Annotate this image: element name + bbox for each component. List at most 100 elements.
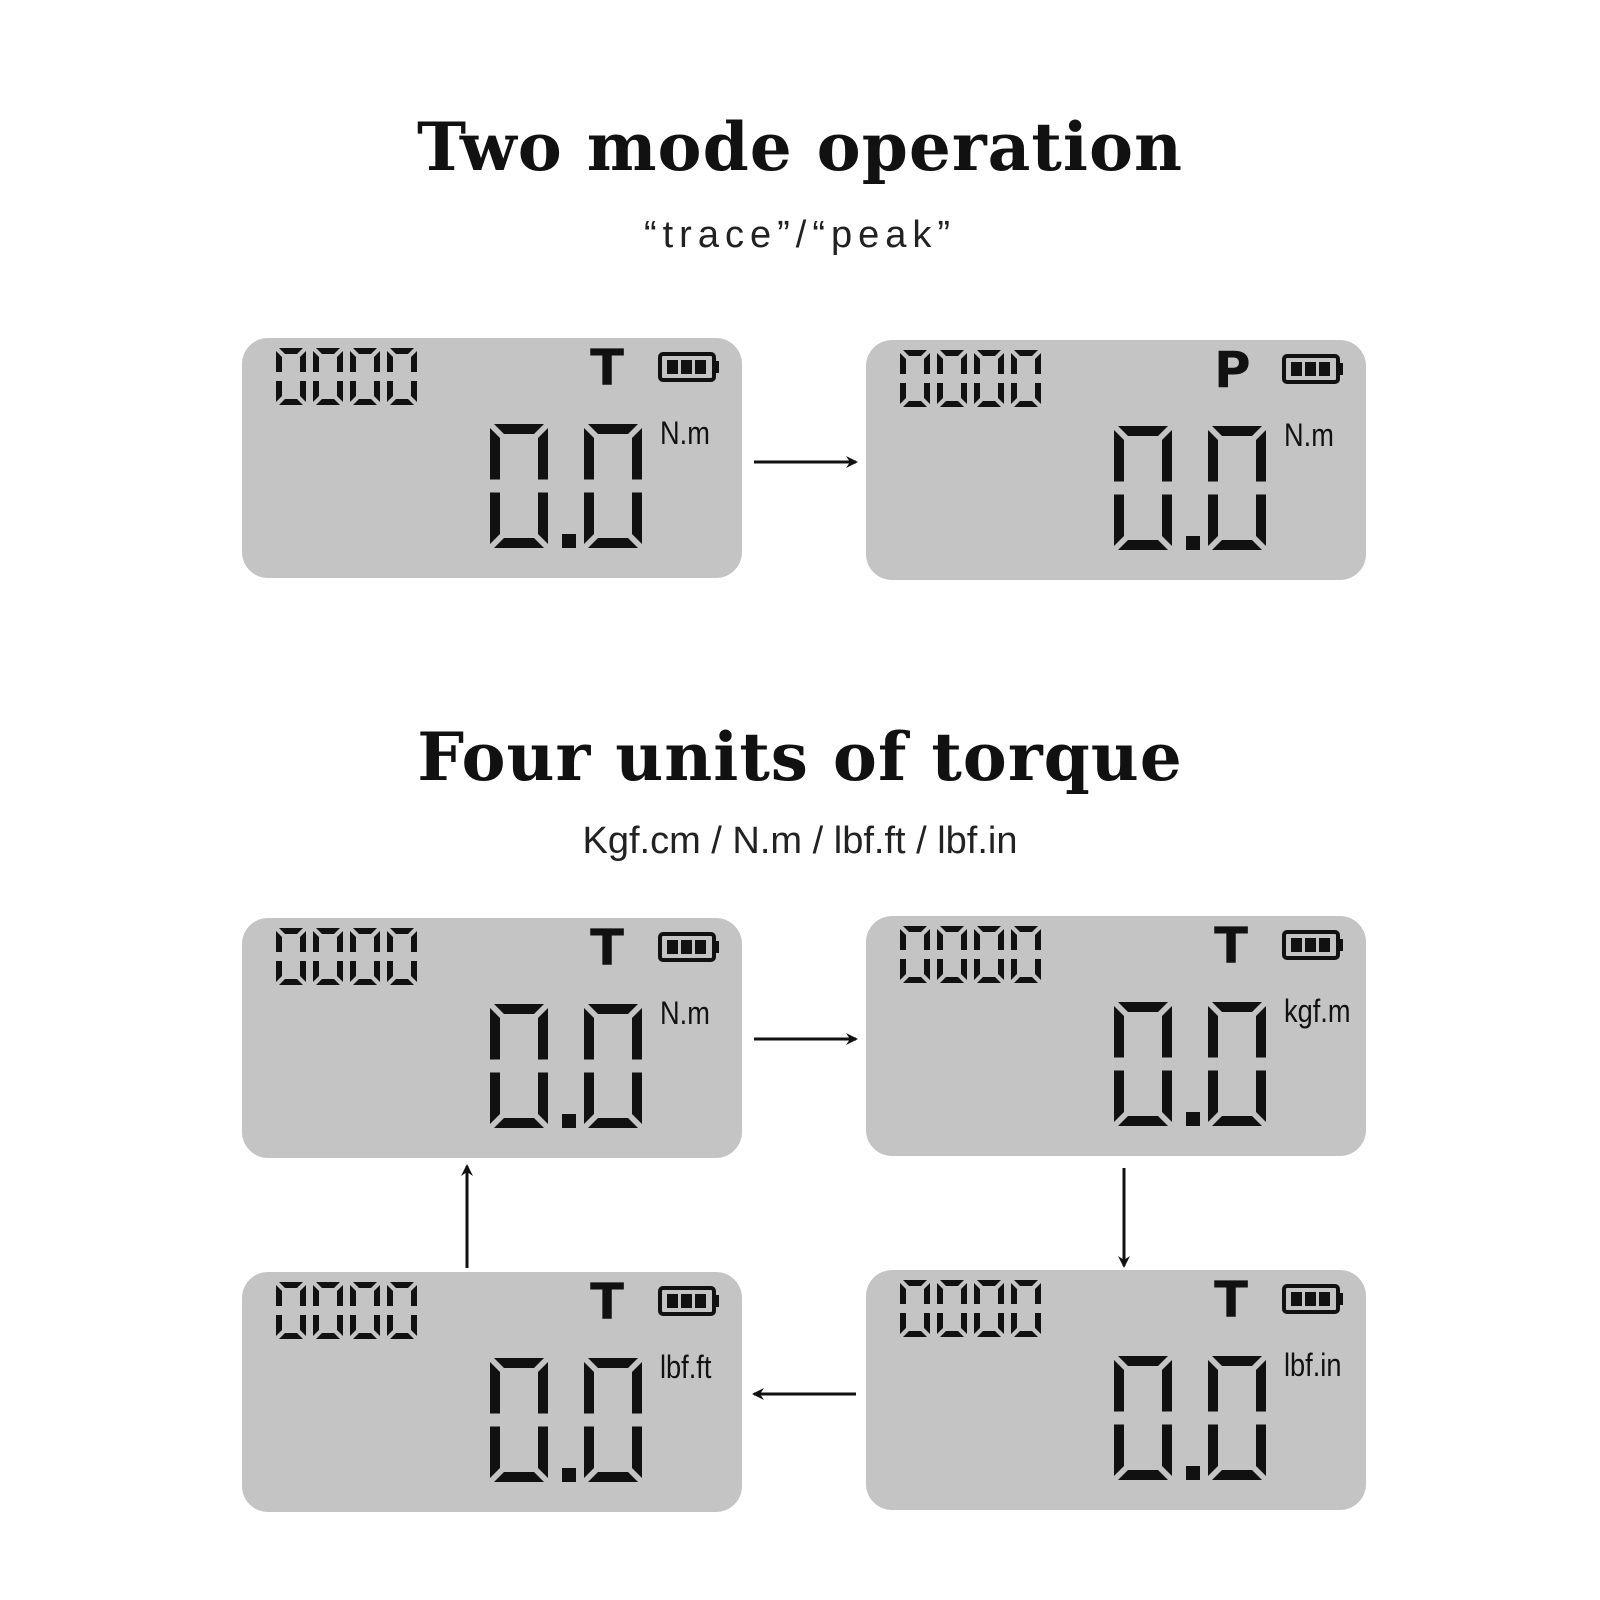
seven-segment-digit xyxy=(974,350,1004,407)
mode-indicator: T xyxy=(590,339,625,397)
seven-segment-digit xyxy=(490,1004,548,1128)
segment xyxy=(538,1426,548,1478)
mode-indicator: T xyxy=(1214,917,1249,975)
segment xyxy=(353,399,377,405)
segment xyxy=(390,979,414,985)
segment xyxy=(337,931,343,952)
segment xyxy=(903,401,927,407)
segment xyxy=(276,1315,282,1336)
segment xyxy=(1014,926,1038,932)
segment xyxy=(353,1282,377,1288)
segment xyxy=(1118,1002,1168,1012)
segment xyxy=(390,348,414,354)
segment xyxy=(998,959,1004,980)
lcd-segments xyxy=(276,1282,719,1482)
segment xyxy=(313,1285,319,1306)
seven-segment-digit xyxy=(313,1282,343,1339)
segment xyxy=(1208,1360,1218,1412)
seven-segment-digit xyxy=(490,424,548,548)
segment xyxy=(1114,494,1124,546)
segment xyxy=(1014,401,1038,407)
segment xyxy=(374,931,380,952)
segment xyxy=(316,348,340,354)
segment xyxy=(313,381,319,402)
segment xyxy=(900,1313,906,1334)
segment xyxy=(300,381,306,402)
segment xyxy=(588,1358,638,1368)
seven-segment-digit xyxy=(937,350,967,407)
segment xyxy=(387,931,393,952)
segment xyxy=(1011,1313,1017,1334)
segment xyxy=(300,931,306,952)
lcd-segments xyxy=(276,928,719,1128)
segment xyxy=(940,350,964,356)
seven-segment-digit xyxy=(1114,1002,1172,1126)
seven-segment-digit xyxy=(974,926,1004,983)
seven-segment-digit xyxy=(1011,1280,1041,1337)
segment xyxy=(490,1008,500,1060)
segment xyxy=(1162,1360,1172,1412)
segment xyxy=(316,979,340,985)
segment xyxy=(961,383,967,404)
segment xyxy=(588,538,638,548)
segment xyxy=(1256,430,1266,482)
segment xyxy=(538,428,548,480)
segment xyxy=(1011,383,1017,404)
segment xyxy=(1011,1283,1017,1304)
segment xyxy=(924,959,930,980)
segment xyxy=(276,961,282,982)
decimal-point xyxy=(1186,536,1200,550)
segment xyxy=(300,1285,306,1306)
segment xyxy=(1162,1070,1172,1122)
segment xyxy=(490,1426,500,1478)
segment xyxy=(1014,1331,1038,1337)
segment xyxy=(1162,430,1172,482)
segment xyxy=(387,351,393,372)
seven-segment-digit xyxy=(1208,1002,1266,1126)
segment xyxy=(316,1282,340,1288)
segment xyxy=(411,381,417,402)
seven-segment-digit xyxy=(1208,426,1266,550)
segment xyxy=(538,1072,548,1124)
lcd-segments xyxy=(900,926,1343,1126)
segment xyxy=(937,1283,943,1304)
segment xyxy=(1118,1470,1168,1480)
section-title-units: Four units of torque xyxy=(417,718,1183,796)
segment xyxy=(584,1426,594,1478)
seven-segment-digit xyxy=(900,926,930,983)
seven-segment-digit xyxy=(313,928,343,985)
segment xyxy=(588,1004,638,1014)
segment xyxy=(350,351,356,372)
segment xyxy=(903,1280,927,1286)
segment xyxy=(974,1313,980,1334)
segment xyxy=(337,1285,343,1306)
segment xyxy=(1035,929,1041,950)
segment xyxy=(276,931,282,952)
segment xyxy=(1162,1424,1172,1476)
segment xyxy=(374,961,380,982)
segment xyxy=(337,961,343,982)
unit-label: N.m xyxy=(660,995,710,1031)
segment xyxy=(903,977,927,983)
segment xyxy=(900,383,906,404)
segment xyxy=(588,1118,638,1128)
segment xyxy=(940,401,964,407)
segment xyxy=(977,926,1001,932)
seven-segment-digit xyxy=(387,348,417,405)
segment xyxy=(1114,430,1124,482)
segment xyxy=(584,1008,594,1060)
battery-full-icon xyxy=(1282,354,1343,384)
decimal-point xyxy=(562,534,576,548)
segment xyxy=(1014,350,1038,356)
segment xyxy=(1035,959,1041,980)
segment xyxy=(1162,494,1172,546)
segment xyxy=(337,381,343,402)
segment xyxy=(1035,353,1041,374)
segment xyxy=(1011,959,1017,980)
battery-full-icon xyxy=(658,1286,719,1316)
segment xyxy=(632,1362,642,1414)
segment xyxy=(300,1315,306,1336)
segment xyxy=(411,931,417,952)
segment xyxy=(961,929,967,950)
